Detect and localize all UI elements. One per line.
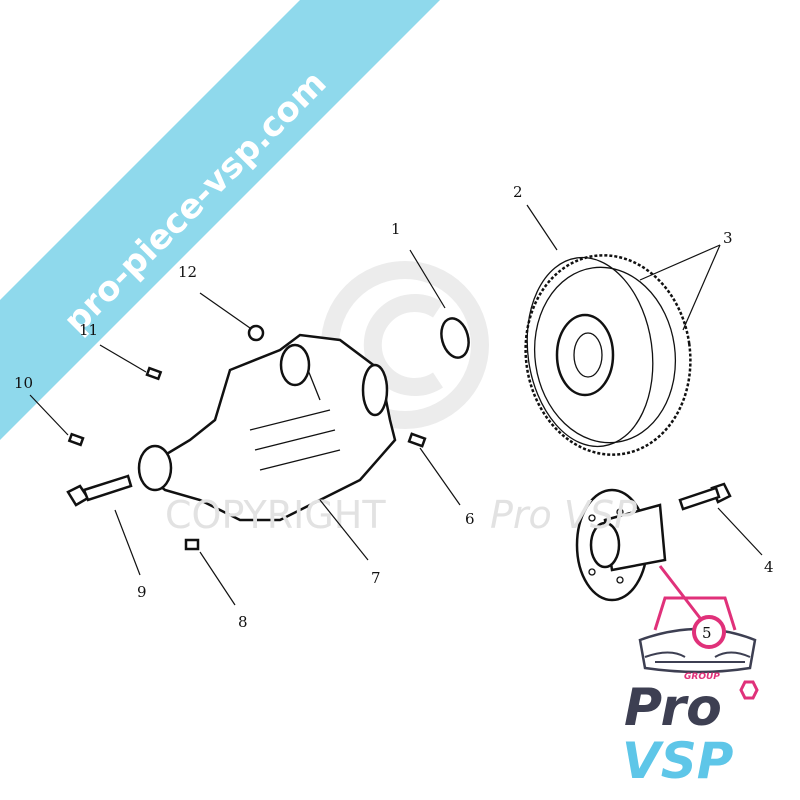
watermark-brand: Pro VSP [490, 493, 637, 537]
seal-ring [440, 317, 470, 359]
callout-10: 10 [14, 374, 33, 392]
logo-pro: Pro [624, 678, 722, 738]
callout-8: 8 [238, 613, 248, 631]
flywheel [524, 254, 692, 456]
key-10 [67, 432, 85, 447]
hub-flange [575, 488, 667, 602]
callout-3: 3 [723, 229, 733, 247]
callout-1: 1 [391, 220, 401, 238]
key-11 [145, 366, 163, 381]
callout-11: 11 [79, 321, 98, 339]
watermark-text: COPYRIGHT [165, 493, 386, 537]
callout-9: 9 [137, 583, 147, 601]
bolt-9 [66, 474, 133, 507]
key-6 [407, 432, 427, 448]
nut-12 [247, 324, 265, 342]
key-8 [184, 538, 200, 551]
leader-lines [29, 204, 763, 619]
provsp-logo: 5 GROUP Pro VSP [622, 596, 759, 790]
logo-vsp: VSP [622, 732, 733, 790]
nut-icon [739, 680, 759, 700]
callout-12: 12 [178, 263, 197, 281]
callout-4: 4 [764, 558, 774, 576]
copyright-watermark: COPYRIGHT Pro VSP [165, 493, 637, 537]
callout-2: 2 [513, 183, 523, 201]
callout-6: 6 [465, 510, 475, 528]
bolt-4 [678, 482, 732, 511]
callout-7: 7 [371, 569, 381, 587]
callout-labels: 1 2 3 4 6 7 8 9 10 11 12 [14, 183, 774, 631]
crankshaft [137, 333, 397, 522]
callout-5-highlighted: 5 [702, 624, 712, 642]
logo-group-text: GROUP [684, 672, 720, 682]
